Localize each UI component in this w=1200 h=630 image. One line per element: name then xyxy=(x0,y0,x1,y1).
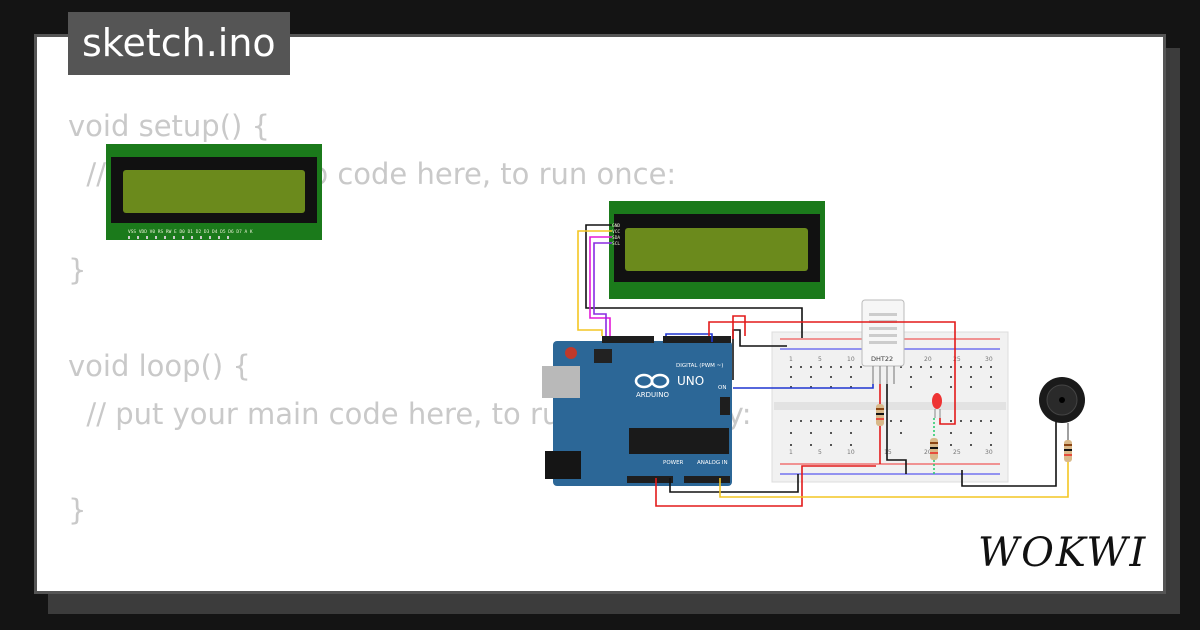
wire-power xyxy=(732,315,746,339)
i2c-pin-sda: SDA xyxy=(612,235,620,241)
breadboard-holes-bottom xyxy=(790,420,992,446)
reset-button-icon xyxy=(565,347,577,359)
wokwi-logo-text: WOKWI xyxy=(978,530,1147,576)
wire-vcc xyxy=(577,230,612,336)
breadboard[interactable]: 1 5 10 15 20 25 30 1 5 10 15 20 25 30 xyxy=(771,331,1009,483)
lcd-pin-labels: VSS VDD V0 RS RW E D0 D1 D2 D3 D4 D5 D6 … xyxy=(128,229,253,235)
wire-sda xyxy=(589,236,612,336)
code-line: } xyxy=(68,493,87,527)
led-red[interactable] xyxy=(932,393,942,418)
bb-col-30-bottom: 30 xyxy=(985,449,993,456)
resistor-2[interactable] xyxy=(930,438,938,460)
i2c-pin-scl: SCL xyxy=(612,241,620,247)
bb-col-30: 30 xyxy=(985,356,993,363)
bb-col-5-bottom: 5 xyxy=(818,449,822,456)
wire-gnd-2 xyxy=(732,329,787,380)
wire-buzzer-gnd xyxy=(961,422,1057,487)
bb-col-1: 1 xyxy=(789,356,793,363)
bb-col-10-bottom: 10 xyxy=(847,449,855,456)
wire-gnd-3 xyxy=(669,474,799,493)
arduino-brand-label: ARDUINO xyxy=(636,391,669,399)
wire-digital-blue xyxy=(665,333,713,342)
bb-col-25-bottom: 25 xyxy=(953,449,961,456)
code-line: void loop() { xyxy=(68,349,251,383)
wire-scl xyxy=(593,242,612,336)
wire-buzzer-signal xyxy=(719,462,1069,498)
bb-col-10: 10 xyxy=(847,356,855,363)
code-line: } xyxy=(68,253,87,287)
wire-dht-gnd xyxy=(886,384,907,474)
lcd-1602-i2c[interactable]: GND VCC SDA SCL xyxy=(609,201,825,299)
breadboard-holes-top xyxy=(790,366,992,388)
wire-gnd xyxy=(585,224,803,338)
code-line: void setup() { xyxy=(68,109,270,143)
bb-col-1-bottom: 1 xyxy=(789,449,793,456)
file-name-tab[interactable]: sketch.ino xyxy=(68,12,290,75)
wires xyxy=(577,224,1069,507)
bb-col-15-bottom: 15 xyxy=(884,449,892,456)
wire-data-dht xyxy=(733,384,874,389)
bb-col-25: 25 xyxy=(953,356,961,363)
i2c-pin-vcc: VCC xyxy=(612,229,620,235)
on-label: ON xyxy=(718,385,726,391)
dht22-label: DHT22 xyxy=(871,355,893,363)
atmega-chip xyxy=(629,428,729,454)
bb-col-5: 5 xyxy=(818,356,822,363)
arduino-uno[interactable]: UNO ARDUINO DIGITAL (PWM ~) POWER ANALOG… xyxy=(542,336,732,486)
wire-led xyxy=(708,321,956,425)
buzzer[interactable] xyxy=(1039,377,1085,423)
power-label: POWER xyxy=(663,460,684,466)
wire-5v xyxy=(655,465,876,507)
lcd-1602-parallel[interactable]: VSS VDD V0 RS RW E D0 D1 D2 D3 D4 D5 D6 … xyxy=(106,144,322,240)
bb-col-20-bottom: 20 xyxy=(924,449,932,456)
resistor-1[interactable] xyxy=(876,404,884,426)
digital-label: DIGITAL (PWM ~) xyxy=(676,363,723,369)
bb-col-20: 20 xyxy=(924,356,932,363)
resistor-3[interactable] xyxy=(1064,440,1072,462)
arduino-logo-icon xyxy=(634,373,670,389)
wokwi-logo: WOKWI xyxy=(978,530,1147,576)
i2c-pin-gnd: GND xyxy=(612,223,620,229)
analog-label: ANALOG IN xyxy=(697,460,728,466)
uno-label: UNO xyxy=(677,374,704,388)
